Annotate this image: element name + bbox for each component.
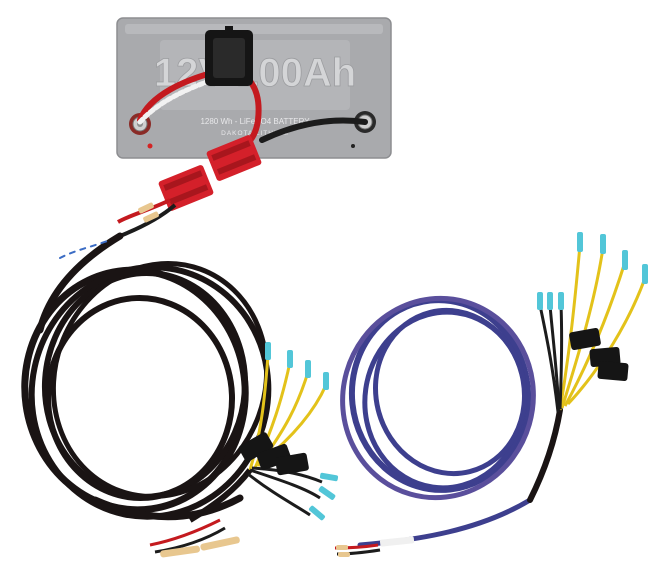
black-harness-fuse-holders	[238, 432, 309, 476]
harness-lead-black	[119, 203, 177, 238]
battery-top-lip	[125, 24, 383, 34]
anderson-connector-icon	[158, 135, 262, 211]
battery-positive-wire-white	[137, 77, 215, 125]
black-harness-coil	[21, 232, 272, 521]
purple-harness-fuse-holders	[569, 328, 629, 382]
purple-harness-leads	[334, 543, 381, 557]
purple-harness-terminals	[537, 232, 648, 310]
black-harness-terminals	[265, 342, 339, 521]
fuse-holder-icon	[205, 26, 253, 86]
butt-splice-terminals	[138, 202, 159, 223]
positive-indicator-dot	[147, 143, 153, 149]
battery-negative-wire	[259, 117, 368, 143]
purple-harness-label	[379, 536, 415, 547]
black-harness-breakout	[149, 468, 253, 558]
purple-harness-fuse-branches	[538, 244, 647, 413]
negative-indicator-dot	[351, 144, 355, 148]
purple-harness-coil	[340, 295, 563, 548]
